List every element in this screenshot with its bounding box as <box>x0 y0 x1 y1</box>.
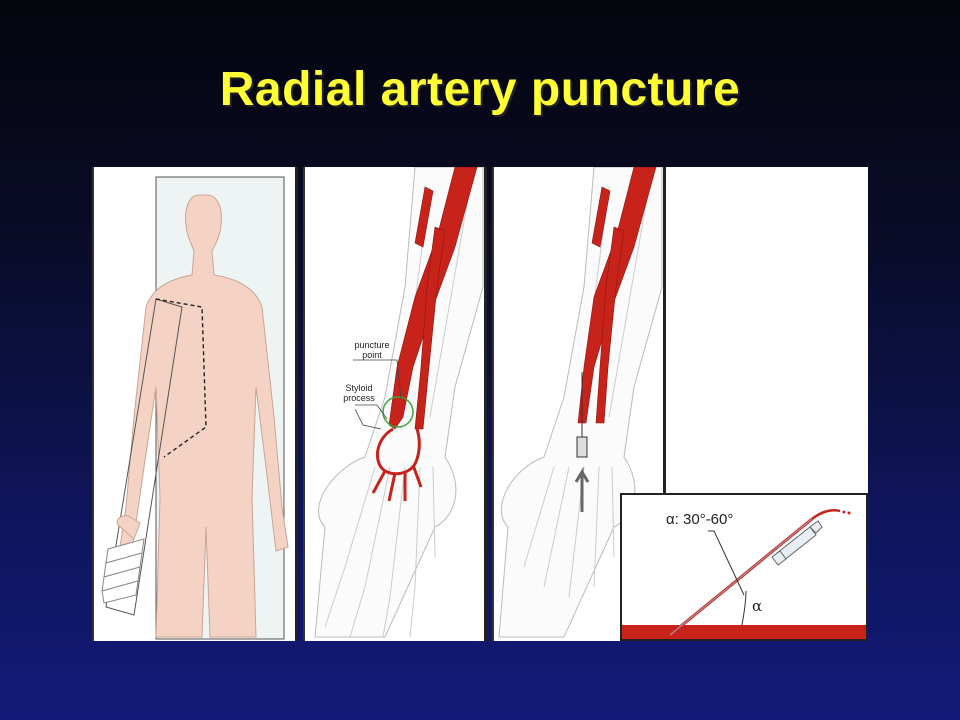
styloid-process-label: Styloid process <box>343 383 375 403</box>
alpha-angle-label: α <box>752 597 763 615</box>
angle-diagram-illustration <box>622 509 866 639</box>
slide-title: Radial artery puncture <box>219 63 741 116</box>
puncture-point-label: puncture point <box>354 340 390 360</box>
body-silhouette-panel <box>92 167 298 641</box>
forearm-artery-panel: puncture point Styloid process <box>303 167 487 641</box>
angle-range-label: α: 30°-60° <box>666 511 734 528</box>
body-silhouette-illustration <box>101 176 289 640</box>
blank-white-panel <box>666 167 868 493</box>
angle-diagram-panel: α: 30°-60° α <box>620 493 868 641</box>
forearm-artery-illustration <box>314 167 484 638</box>
